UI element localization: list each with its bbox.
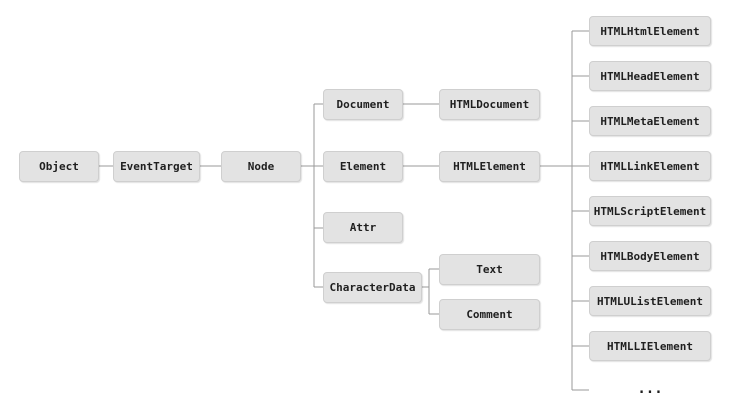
node-event-target: EventTarget	[113, 151, 200, 182]
node-html-element: HTMLElement	[439, 151, 540, 182]
node-comment: Comment	[439, 299, 540, 330]
node-html-ulist-element: HTMLUListElement	[589, 286, 711, 316]
node-html-document: HTMLDocument	[439, 89, 540, 120]
node-attr: Attr	[323, 212, 403, 243]
node-document: Document	[323, 89, 403, 120]
node-character-data: CharacterData	[323, 272, 422, 303]
node-html-link-element: HTMLLinkElement	[589, 151, 711, 181]
node-html-head-element: HTMLHeadElement	[589, 61, 711, 91]
node-html-body-element: HTMLBodyElement	[589, 241, 711, 271]
node-html-meta-element: HTMLMetaElement	[589, 106, 711, 136]
node-html-script-element: HTMLScriptElement	[589, 196, 711, 226]
node-object: Object	[19, 151, 99, 182]
more-subclasses-ellipsis: ...	[637, 381, 663, 397]
node-element: Element	[323, 151, 403, 182]
node-html-li-element: HTMLLIElement	[589, 331, 711, 361]
node-html-html-element: HTMLHtmlElement	[589, 16, 711, 46]
node-node: Node	[221, 151, 301, 182]
node-text: Text	[439, 254, 540, 285]
